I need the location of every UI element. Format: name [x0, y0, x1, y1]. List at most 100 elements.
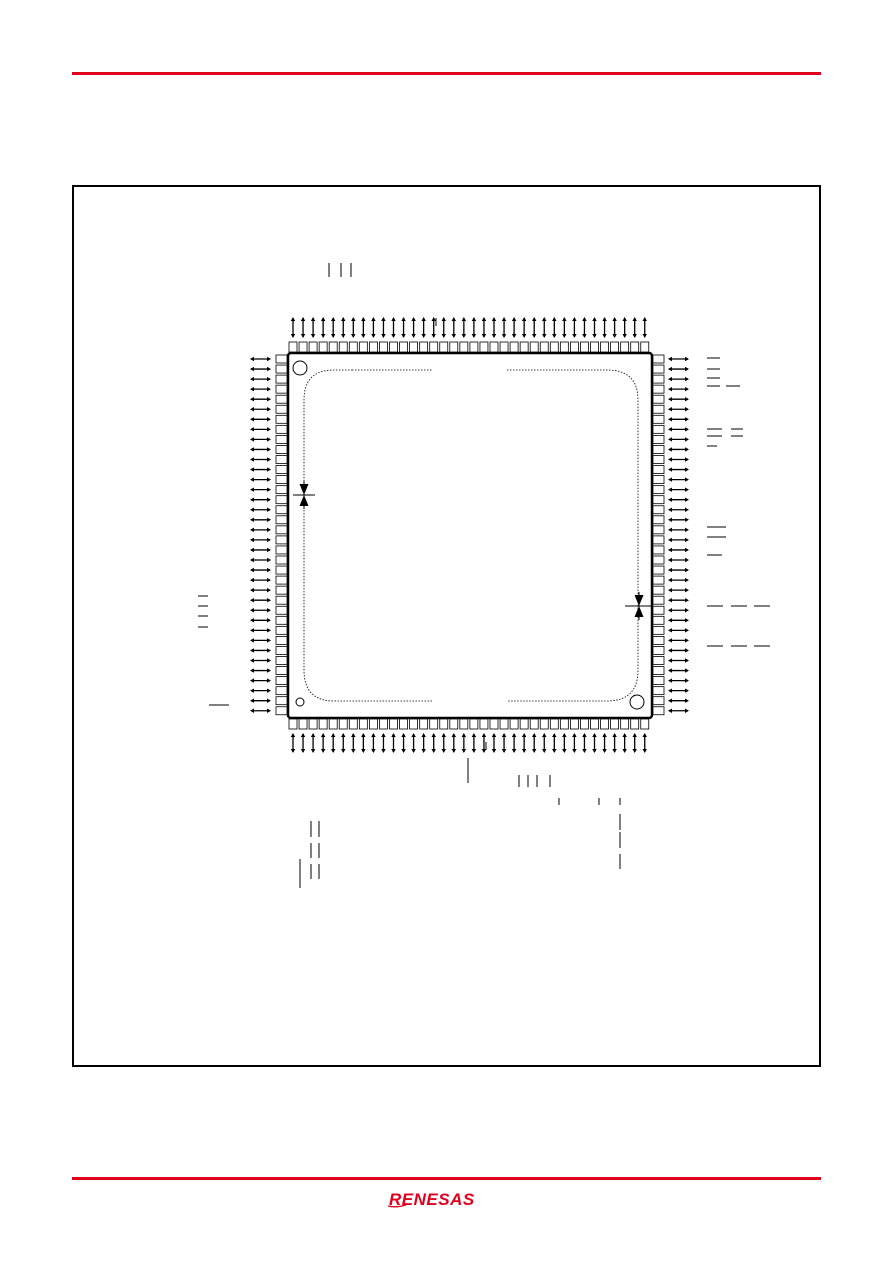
arrow-right-head [668, 698, 672, 703]
arrow-right-head [668, 688, 672, 693]
arrow-left-head [250, 557, 254, 563]
pin-left [275, 635, 288, 645]
arrow-right-tail [685, 467, 689, 472]
pin-top [308, 341, 318, 353]
arrow-bottom-head [642, 733, 647, 737]
arrow-top-head [562, 317, 567, 321]
arrow-left-head [250, 708, 254, 713]
arrow-right-tail [685, 517, 689, 522]
header-rule [72, 72, 821, 75]
svg-text:RENESAS: RENESAS [389, 1190, 475, 1209]
pin-right [652, 374, 665, 384]
arrow-bottom-tail [532, 749, 537, 753]
arrow-right-head [668, 356, 672, 362]
arrow-bottom-head [612, 733, 617, 737]
arrow-top-head [471, 317, 477, 321]
arrow-bottom-head [501, 733, 507, 737]
arrow-right-head [668, 437, 672, 442]
pin-left [275, 696, 288, 706]
arrow-right-tail [685, 507, 689, 512]
arrow-top-head [341, 317, 346, 321]
pin-right [652, 505, 665, 515]
arrow-bottom-tail [451, 749, 456, 753]
pin-left [275, 424, 288, 434]
pin-left [275, 384, 288, 394]
arrow-right-head [668, 397, 672, 402]
arrow-left-tail [267, 708, 271, 713]
arrow-bottom-tail [310, 749, 316, 753]
pin-right [652, 445, 665, 454]
pin-left [275, 404, 288, 414]
pin-right [652, 555, 665, 565]
pin-left [275, 485, 288, 495]
arrow-left-head [250, 507, 254, 512]
arrow-bottom-tail [381, 749, 386, 753]
pin-left [275, 676, 288, 686]
pin-right [652, 414, 665, 424]
pin-top [409, 341, 419, 353]
arrow-bottom-tail [542, 749, 547, 753]
arrow-bottom-head [401, 733, 406, 737]
pin-right [652, 434, 665, 444]
arrow-bottom-tail [361, 749, 366, 753]
arrow-top-tail [451, 334, 456, 338]
arrow-right-head [668, 628, 672, 633]
pin-left [275, 575, 288, 585]
pin-right [652, 635, 665, 645]
arrow-right-head [668, 407, 672, 412]
arrow-left-head [250, 517, 254, 522]
arrow-left-tail [267, 628, 271, 633]
arrow-right-head [668, 447, 672, 452]
pin-bottom [328, 718, 338, 730]
pin-bottom [559, 718, 569, 730]
arrow-right-head [668, 587, 672, 593]
pin-top [459, 341, 469, 353]
arrow-left-tail [267, 658, 271, 663]
arrow-left-tail [267, 497, 271, 502]
pin-right [652, 656, 665, 665]
pin-left [275, 374, 288, 384]
arrow-left-head [250, 638, 254, 643]
pin-top [479, 341, 489, 353]
pin-right [652, 475, 665, 485]
pin-top [288, 341, 298, 353]
arrow-right-tail [685, 557, 689, 563]
arrow-left-tail [267, 688, 271, 693]
arrow-left-tail [267, 427, 271, 432]
arrow-left-tail [267, 608, 271, 613]
arrow-left-tail [267, 527, 271, 533]
pin-right [652, 696, 665, 706]
arrow-bottom-tail [602, 749, 607, 753]
pin-right [652, 354, 665, 364]
arrow-top-head [642, 317, 647, 321]
arrow-bottom-tail [501, 749, 507, 753]
arrow-left-head [250, 527, 254, 533]
pin-right [652, 515, 665, 525]
arrow-bottom-head [451, 733, 456, 737]
pin-top [368, 341, 378, 353]
arrow-left-tail [267, 366, 271, 372]
arrow-top-head [300, 317, 306, 321]
figure-frame [72, 185, 821, 1067]
pin-top [569, 341, 579, 353]
arrow-top-head [481, 317, 487, 321]
pin-left [275, 625, 288, 635]
pin-bottom [318, 718, 328, 730]
pin-left [275, 515, 288, 525]
arrow-bottom-head [290, 733, 296, 737]
arrow-top-tail [300, 334, 306, 338]
arrow-left-tail [267, 598, 271, 603]
pin-right [652, 545, 665, 555]
pin-right [652, 575, 665, 585]
arrow-top-tail [612, 334, 617, 338]
arrow-bottom-head [632, 733, 637, 737]
arrow-right-tail [685, 567, 689, 573]
pin-right [652, 535, 665, 545]
dimension-marker-left-arrow-down [299, 495, 309, 506]
pin-top [419, 341, 429, 353]
arrow-left-tail [267, 376, 271, 382]
arrow-top-head [532, 317, 537, 321]
arrow-bottom-tail [562, 749, 567, 753]
arrow-top-head [582, 317, 587, 321]
pin-left [275, 434, 288, 444]
